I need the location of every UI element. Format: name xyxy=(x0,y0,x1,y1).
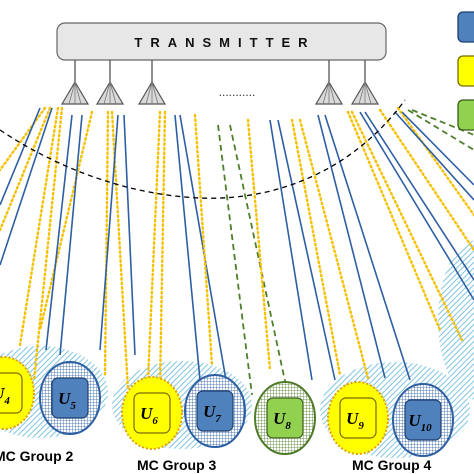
user-terminal-5: U5 xyxy=(39,361,101,435)
blue-beam-line xyxy=(277,119,336,381)
antenna-icon xyxy=(137,60,167,105)
blue-beam-line xyxy=(401,111,474,186)
blue-beam-line xyxy=(317,114,386,379)
yellow-beam-line xyxy=(32,106,64,382)
svg-text:U5: U5 xyxy=(58,389,76,412)
antenna-icon xyxy=(95,60,125,105)
beam-coverage-arc xyxy=(0,99,406,199)
legend-swatch-blue xyxy=(457,11,474,43)
beams xyxy=(0,106,474,396)
yellow-beam-line xyxy=(378,108,474,252)
yellow-beam-line xyxy=(193,113,214,367)
legend-swatch-green xyxy=(457,99,474,131)
blue-beam-line xyxy=(359,111,474,301)
user-terminal-6: U6 xyxy=(121,376,183,450)
blue-beam-line xyxy=(364,111,474,281)
antenna-ellipsis: ........... xyxy=(219,85,256,99)
yellow-beam-line xyxy=(0,106,52,232)
coverage-area-right xyxy=(438,240,474,400)
antenna-icon xyxy=(314,60,344,105)
legend xyxy=(457,11,474,131)
yellow-beam-line xyxy=(346,110,442,332)
blue-beam-line xyxy=(179,114,227,381)
blue-beam-line xyxy=(269,119,313,381)
legend-swatch-yellow xyxy=(457,55,474,87)
svg-text:U8: U8 xyxy=(273,409,291,432)
green-beam-line xyxy=(217,124,253,396)
svg-text:U9: U9 xyxy=(346,409,364,432)
blue-beam-line xyxy=(45,114,73,351)
blue-beam-line xyxy=(99,114,119,351)
group-label-4: MC Group 4 xyxy=(352,457,432,473)
svg-text:U4: U4 xyxy=(0,384,10,407)
green-beam-line xyxy=(229,124,289,396)
user-terminal-8: U8 xyxy=(254,381,316,455)
antenna-icon xyxy=(60,60,90,105)
user-terminal-10: U10 xyxy=(392,383,454,457)
transmitter-label: TRANSMITTER xyxy=(134,35,315,50)
green-beam-line xyxy=(407,109,474,151)
yellow-beam-line xyxy=(350,110,464,342)
blue-beam-line xyxy=(59,114,83,356)
yellow-beam-line xyxy=(246,118,272,372)
blue-beam-line xyxy=(394,111,474,201)
yellow-beam-line xyxy=(298,118,370,380)
svg-text:U10: U10 xyxy=(408,411,432,434)
antenna-icon xyxy=(350,60,380,105)
yellow-beam-line xyxy=(396,106,474,217)
transmitter: TRANSMITTER ........... xyxy=(56,22,387,105)
svg-text:U7: U7 xyxy=(203,402,221,425)
blue-beam-line xyxy=(174,114,201,381)
blue-beam-line xyxy=(123,114,136,356)
transmitter-box xyxy=(56,22,387,61)
blue-beam-line xyxy=(324,114,411,381)
user-terminal-4: U4 xyxy=(0,356,35,430)
user-terminal-9: U9 xyxy=(327,381,389,455)
svg-text:U6: U6 xyxy=(140,404,158,427)
user-terminal-7: U7 xyxy=(184,374,246,448)
blue-beam-line xyxy=(0,107,53,266)
yellow-beam-line xyxy=(146,110,162,382)
yellow-beam-line xyxy=(18,106,60,347)
blue-beam-line xyxy=(0,107,41,206)
green-beam-line xyxy=(411,109,474,136)
antenna-array xyxy=(60,60,380,105)
yellow-beam-line xyxy=(290,118,342,377)
group-label-2: MC Group 2 xyxy=(0,448,74,464)
group-label-3: MC Group 3 xyxy=(137,457,217,473)
yellow-beam-line xyxy=(38,110,94,332)
yellow-beam-line xyxy=(158,110,167,387)
yellow-beam-line xyxy=(0,106,47,172)
yellow-beam-line xyxy=(103,110,110,377)
